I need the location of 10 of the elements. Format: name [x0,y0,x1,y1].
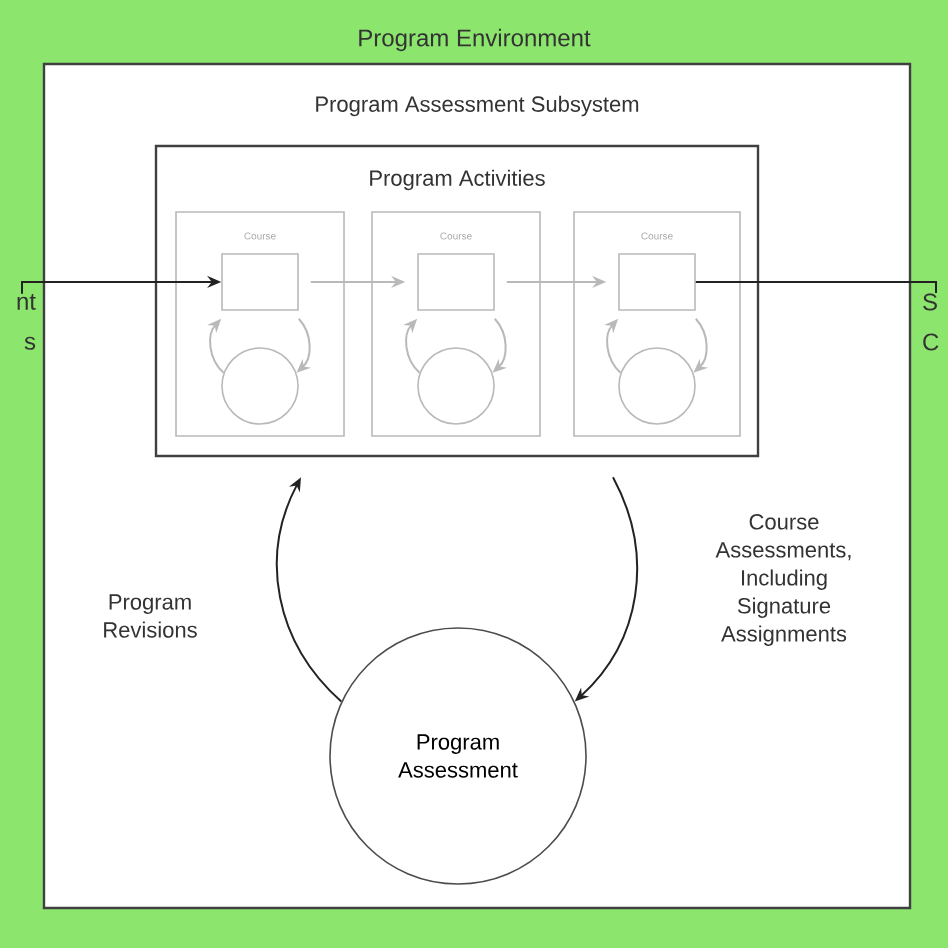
edge-label: Course Assessments, Including Signature Assignments [715,514,851,646]
square-box [618,253,696,311]
circle [417,347,495,425]
cut-off-label: S C [923,293,939,351]
circle [221,347,299,425]
edge-label: Program Revisions [104,594,197,638]
square-box [417,253,495,311]
square-box [221,253,299,311]
cut-off-label: nt s [17,294,36,350]
circle [618,347,696,425]
